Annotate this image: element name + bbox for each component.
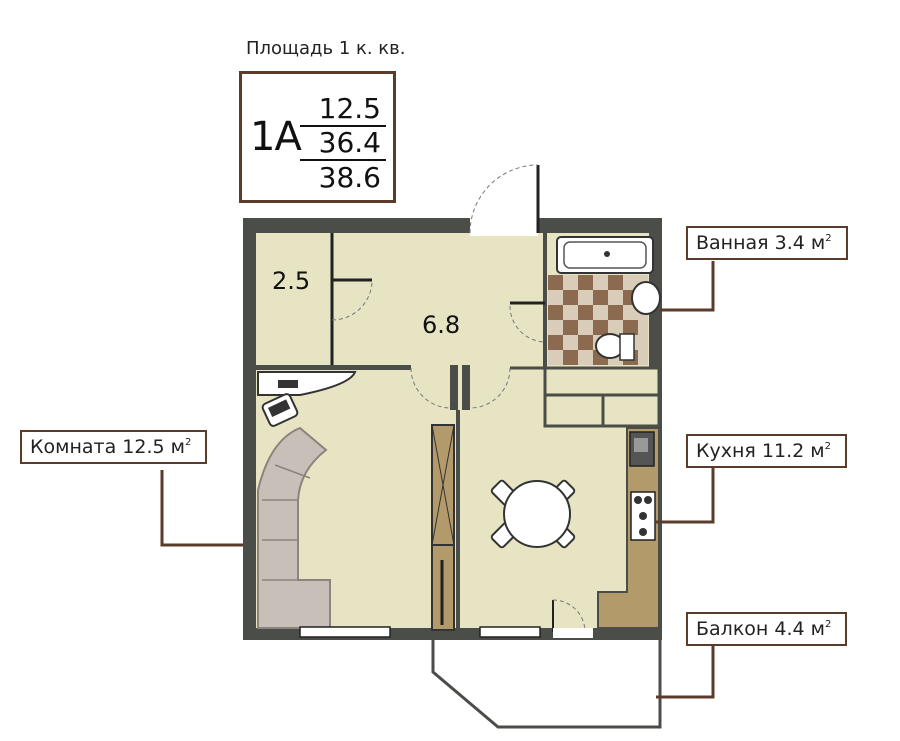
room-wall-post-right — [462, 365, 470, 410]
balcony-unit-sup: 2 — [825, 619, 832, 630]
burner-4 — [639, 528, 647, 536]
room-unit-sup: 2 — [184, 437, 192, 448]
hall-area-label: 6.8 — [422, 311, 461, 339]
desk — [257, 371, 357, 396]
balcony-door-arc — [552, 599, 586, 633]
burner-3 — [639, 512, 647, 520]
room-name: Комната — [30, 436, 117, 458]
bathroom-wall-left — [543, 233, 547, 368]
room-door-arc — [410, 367, 451, 409]
entrance-gap — [470, 214, 538, 236]
entrance-door-arc — [469, 164, 539, 234]
total-with-balcony-value: 38.6 — [318, 161, 381, 194]
area-summary-box: 1A 12.5 36.4 38.6 — [239, 71, 396, 203]
closet-door-arc — [331, 281, 373, 321]
fraction-line-2 — [300, 159, 386, 161]
burner-1 — [634, 496, 642, 504]
kitchen-area: 11.2 — [761, 440, 805, 462]
room-area: 12.5 — [122, 436, 165, 458]
room-kitchen-wall — [456, 410, 460, 632]
header-title: Площадь 1 к. кв. — [246, 38, 406, 59]
bathroom-unit: м — [810, 232, 826, 254]
kitchen-door-arc — [469, 367, 511, 409]
room-wall-top — [256, 365, 411, 370]
apartment-code: 1A — [250, 114, 302, 160]
kitchen-window — [479, 626, 541, 638]
bathroom-label: Ванная 3.4 м2 — [686, 226, 848, 260]
kitchen-label: Кухня 11.2 м2 — [686, 434, 847, 468]
balcony-label: Балкон 4.4 м2 — [686, 612, 848, 646]
wardrobe-diagonal-2 — [431, 424, 455, 546]
wardrobe — [431, 424, 455, 631]
closet-area-label: 2.5 — [272, 267, 311, 295]
kitchen-name: Кухня — [696, 440, 756, 462]
dining-table — [503, 480, 571, 548]
sofa-seam-4 — [274, 464, 311, 479]
burner-2 — [644, 496, 652, 504]
sink — [631, 281, 661, 315]
toilet-tank — [619, 333, 635, 361]
bathroom-door-arc — [509, 305, 547, 343]
balcony-outline — [431, 640, 662, 729]
balcony-door-opening — [553, 628, 593, 638]
room-wall-post-left — [450, 365, 458, 410]
leader-lines — [160, 261, 715, 699]
kitchen-counter — [597, 427, 660, 629]
room-window — [299, 626, 391, 638]
kitchen-unit-sup: 2 — [824, 441, 831, 452]
bathroom-name: Ванная — [696, 232, 769, 254]
armchair — [261, 393, 299, 427]
kitchen-unit: м — [810, 440, 825, 462]
tv-icon — [278, 380, 298, 388]
kitchen-sink-bowl — [634, 438, 648, 452]
room-label: Комната 12.5 м2 — [20, 430, 208, 464]
dining-set — [490, 479, 576, 549]
balcony-name: Балкон — [696, 618, 769, 640]
fraction-line-1 — [300, 125, 386, 127]
bathroom-area: 3.4 — [774, 232, 805, 254]
total-area-value: 36.4 — [318, 126, 381, 159]
bathtub-drain — [604, 251, 610, 257]
living-area-value: 12.5 — [318, 92, 381, 125]
bathroom-unit-sup: 2 — [825, 233, 832, 244]
balcony-unit: м — [810, 618, 826, 640]
corner-sofa — [257, 426, 331, 629]
room-unit: м — [170, 436, 185, 458]
balcony-area: 4.4 — [774, 618, 805, 640]
